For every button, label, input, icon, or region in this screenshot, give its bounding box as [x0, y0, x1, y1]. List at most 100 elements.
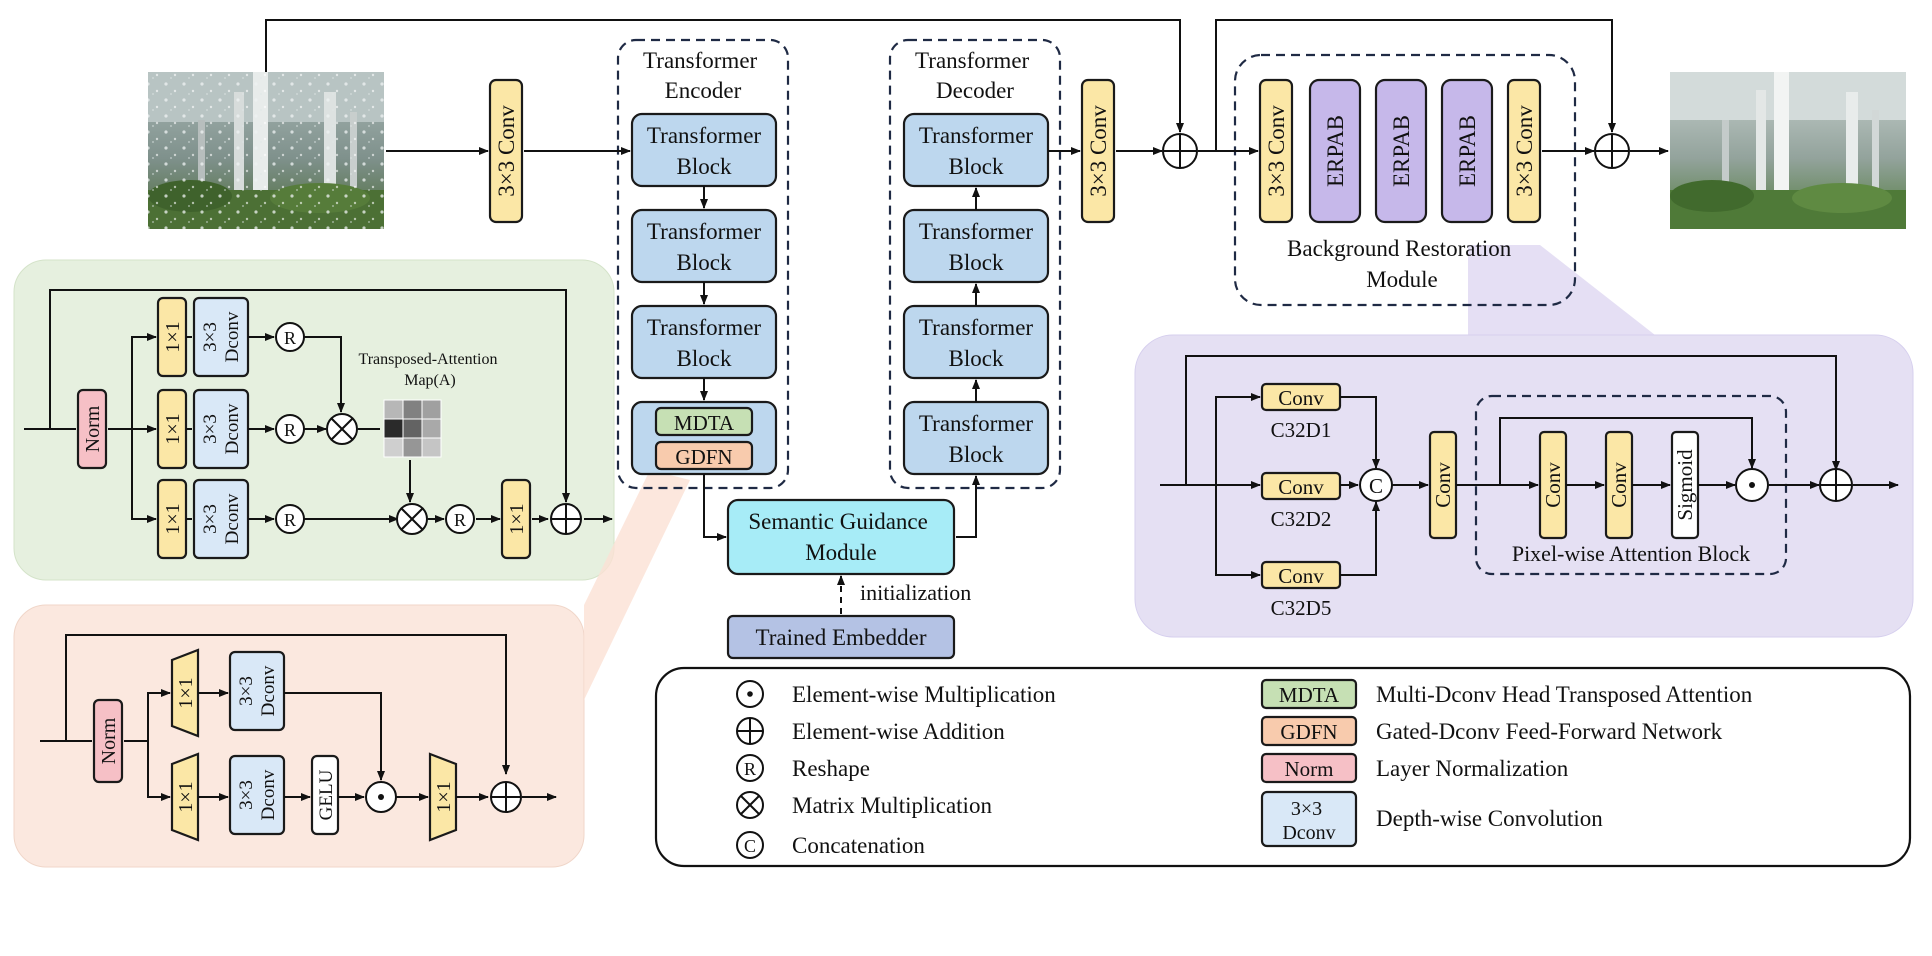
- svg-text:1×1: 1×1: [175, 781, 197, 812]
- attention-map-label: Transposed-Attention Map(A): [359, 351, 502, 389]
- svg-text:3×3Dconv: 3×3Dconv: [236, 665, 279, 716]
- legend-concat: C Concatenation: [736, 831, 925, 859]
- legend-gdfn: GDFN Gated-Dconv Feed-Forward Network: [1260, 715, 1723, 747]
- svg-text:Norm: Norm: [98, 717, 120, 764]
- svg-text:Matrix Multiplication: Matrix Multiplication: [792, 793, 992, 818]
- svg-text:C: C: [1369, 474, 1383, 498]
- svg-text:Norm: Norm: [82, 405, 104, 452]
- svg-text:R: R: [454, 510, 466, 530]
- brm-conv-out-box: [1506, 78, 1542, 224]
- gdfn-label: GDFN: [675, 445, 732, 469]
- svg-text:Norm: Norm: [1285, 757, 1334, 781]
- legend-reshape: R Reshape: [736, 754, 870, 782]
- legend-elementwise-mult: Element-wise Multiplication: [736, 680, 1056, 708]
- reshape-op: R: [275, 414, 305, 444]
- reshape-op: R: [275, 322, 305, 352]
- semantic-guidance-module: [726, 498, 956, 576]
- gdfn-detail-diagram: Norm 1×1 1×1 3×3Dconv 3×3Dconv GELU 1×1: [40, 634, 557, 842]
- gdfn-zoom-connector: [584, 470, 690, 700]
- initialization-label: initialization: [860, 580, 971, 605]
- svg-text:Concatenation: Concatenation: [792, 833, 925, 858]
- svg-text:3×3Dconv: 3×3Dconv: [236, 769, 279, 820]
- add-op: [1819, 468, 1853, 502]
- legend-matmul: Matrix Multiplication: [736, 791, 992, 819]
- erpab-zoom-connector: [1468, 245, 1655, 335]
- matmul-op: [396, 503, 428, 535]
- add-op-2: [1594, 133, 1630, 169]
- brm-panel-background: [1233, 53, 1577, 307]
- svg-text:Gated-Dconv Feed-Forward Netwo: Gated-Dconv Feed-Forward Network: [1376, 719, 1723, 744]
- svg-text:1×1: 1×1: [162, 321, 184, 352]
- svg-text:1×1: 1×1: [506, 503, 528, 534]
- semantic-guidance-label: Semantic Guidance Module: [748, 509, 933, 565]
- svg-text:R: R: [284, 328, 296, 348]
- svg-text:Conv: Conv: [1278, 386, 1324, 410]
- mdta-label: MDTA: [674, 411, 735, 435]
- input-conv-box: [488, 78, 524, 224]
- svg-text:Element-wise Multiplication: Element-wise Multiplication: [792, 682, 1056, 707]
- svg-text:MDTA: MDTA: [1279, 683, 1340, 707]
- svg-text:R: R: [284, 510, 296, 530]
- legend-norm: Norm Layer Normalization: [1260, 752, 1569, 784]
- erpab-detail-diagram: Conv C32D1 Conv C32D2 Conv C32D5 Conv Co…: [1160, 355, 1899, 620]
- add-op-1: [1162, 133, 1198, 169]
- attention-map-cell: [402, 399, 423, 420]
- c32d2-label: C32D2: [1271, 507, 1332, 531]
- svg-text:R: R: [744, 759, 756, 779]
- decoder-title: Transformer Decoder: [915, 48, 1035, 103]
- decoder-container: [888, 38, 1062, 490]
- elementwise-mult-op: [1735, 468, 1769, 502]
- brm-title: Background Restoration Module: [1287, 236, 1517, 292]
- brm-conv-out-label: 3×3 Conv: [1512, 105, 1537, 197]
- reshape-op: R: [275, 504, 305, 534]
- trained-embedder-label: Trained Embedder: [756, 625, 927, 650]
- svg-text:R: R: [284, 420, 296, 440]
- attention-map-grid: [383, 399, 442, 458]
- attention-map-cell: [421, 437, 442, 458]
- attention-map-cell: [421, 418, 442, 439]
- svg-text:Depth-wise Convolution: Depth-wise Convolution: [1376, 806, 1603, 831]
- concat-op: C: [1359, 468, 1393, 502]
- attention-map-cell: [383, 437, 404, 458]
- erpab-box-2: [1374, 78, 1428, 224]
- svg-text:Multi-Dconv Head Transposed At: Multi-Dconv Head Transposed Attention: [1376, 682, 1753, 707]
- svg-text:1×1: 1×1: [175, 677, 197, 708]
- pixel-attention-title: Pixel-wise Attention Block: [1512, 541, 1750, 566]
- add-op: [550, 503, 582, 535]
- svg-text:GELU: GELU: [316, 769, 337, 820]
- attention-map-cell: [402, 418, 423, 439]
- erpab-label-2: ERPAB: [1389, 115, 1414, 187]
- svg-text:1×1: 1×1: [162, 413, 184, 444]
- svg-text:Conv: Conv: [1607, 462, 1631, 508]
- trained-embedder: [726, 614, 956, 660]
- svg-text:Conv: Conv: [1541, 462, 1565, 508]
- svg-text:3×3Dconv: 3×3Dconv: [200, 403, 243, 454]
- svg-text:GDFN: GDFN: [1280, 720, 1337, 744]
- mdta-detail-diagram: Norm 1×1 1×1 1×1 3×3Dconv 3×3Dconv 3×3Dc…: [24, 289, 613, 560]
- erpab-label-3: ERPAB: [1455, 115, 1480, 187]
- c32d1-label: C32D1: [1271, 418, 1332, 442]
- svg-text:1×1: 1×1: [162, 503, 184, 534]
- erpab-box-1: [1308, 78, 1362, 224]
- svg-text:Conv: Conv: [1431, 462, 1455, 508]
- encoder-container: [616, 38, 790, 490]
- svg-text:3×3Dconv: 3×3Dconv: [200, 311, 243, 362]
- mdta-norm-box: [76, 388, 108, 470]
- elementwise-mult-op: [365, 781, 397, 813]
- svg-text:3×3Dconv: 3×3Dconv: [200, 493, 243, 544]
- encoder-transformer-block-detail: MDTA GDFN: [630, 400, 778, 476]
- input-conv-label: 3×3 Conv: [494, 105, 519, 197]
- erpab-label-1: ERPAB: [1323, 115, 1348, 187]
- global-skip-line: [265, 19, 1184, 133]
- rain-image-icon: [148, 72, 384, 229]
